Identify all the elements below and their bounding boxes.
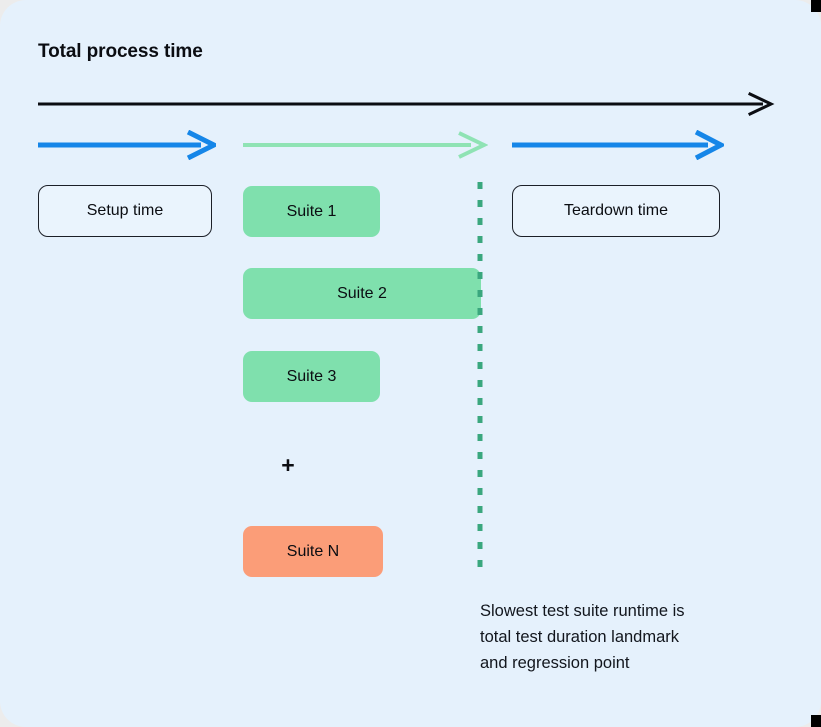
suite-bar-n[interactable]: Suite N [243, 526, 383, 577]
suite-bar-1-label: Suite 1 [286, 202, 337, 220]
ellipsis-plus-icon: + [281, 452, 295, 478]
suite-bar-n-label: Suite N [286, 542, 340, 560]
setup-phase-arrow [38, 130, 216, 160]
suite-bar-2-label: Suite 2 [337, 284, 387, 302]
landmark-caption: Slowest test suite runtime is total test… [480, 598, 770, 676]
corner-marker-bottom-right [811, 715, 821, 727]
landmark-caption-line-1: Slowest test suite runtime is [480, 602, 685, 620]
teardown-time-label: Teardown time [563, 202, 669, 219]
teardown-time-box[interactable]: Teardown time [512, 185, 720, 237]
landmark-dashed-line [477, 182, 483, 574]
main-timeline-arrow [38, 92, 775, 116]
setup-time-box[interactable]: Setup time [38, 185, 212, 237]
suites-phase-arrow [243, 131, 488, 159]
landmark-caption-line-3: and regression point [480, 654, 630, 672]
teardown-phase-arrow [512, 130, 724, 160]
suite-bar-1[interactable]: Suite 1 [243, 186, 380, 237]
suite-bar-3[interactable]: Suite 3 [243, 351, 380, 402]
page-title: Total process time [38, 41, 203, 62]
landmark-caption-line-2: total test duration landmark [480, 628, 680, 646]
suite-bar-3-label: Suite 3 [286, 367, 337, 385]
suite-bar-2[interactable]: Suite 2 [243, 268, 481, 319]
corner-marker-top-right [811, 0, 821, 12]
setup-time-label: Setup time [86, 202, 164, 219]
